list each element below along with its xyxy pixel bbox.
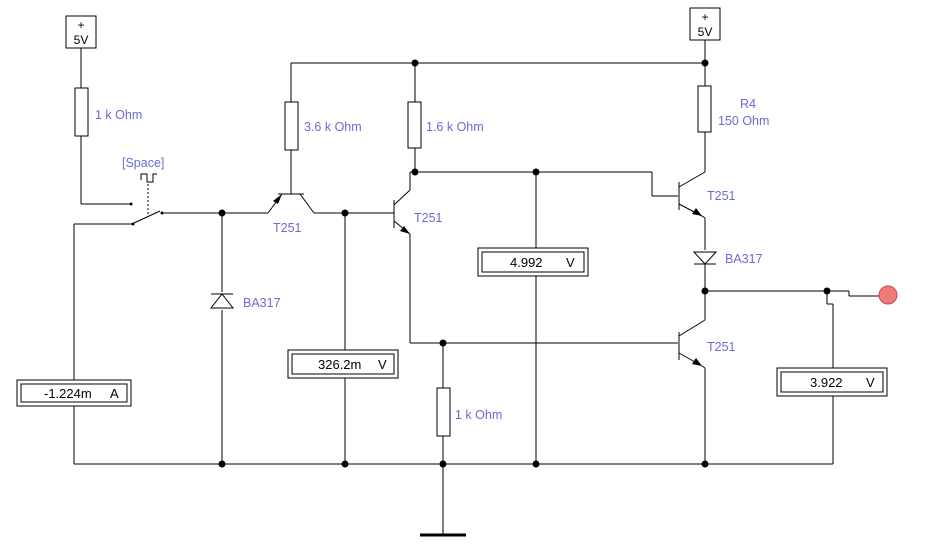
source-right-label: 5V	[698, 25, 713, 39]
ammeter-input[interactable]: -1.224m A	[16, 379, 132, 407]
resistor-r4[interactable]: R4 150 Ohm	[697, 85, 769, 133]
voltmeter-output-value: 3.922	[810, 375, 843, 390]
voltmeter-base-unit: V	[378, 357, 387, 372]
resistor-r4-value: 150 Ohm	[718, 114, 769, 128]
transistor-t4-label: T251	[707, 340, 736, 354]
svg-text:+: +	[701, 10, 708, 24]
wires-top-rail	[290, 40, 706, 102]
ammeter-unit: A	[110, 386, 119, 401]
resistor-base-label: 3.6 k Ohm	[304, 120, 362, 134]
transistor-t2-label: T251	[414, 211, 443, 225]
resistor-base[interactable]: 3.6 k Ohm	[284, 101, 362, 151]
resistor-emitter[interactable]: 1 k Ohm	[436, 387, 502, 437]
switch-key-label: [Space]	[122, 156, 164, 170]
wires-input	[73, 48, 222, 464]
output-probe[interactable]	[878, 285, 898, 305]
voltmeter-output[interactable]: 3.922 V	[776, 367, 888, 397]
resistor-collector-label: 1.6 k Ohm	[426, 120, 484, 134]
switch[interactable]: [Space]	[122, 156, 164, 226]
svg-text:+: +	[77, 18, 84, 32]
wires-emitter-node	[410, 342, 678, 464]
transistor-t3-label: T251	[707, 189, 736, 203]
wires-ground-rail	[74, 463, 833, 534]
transistor-t4[interactable]: T251	[678, 319, 736, 464]
diode-left[interactable]: BA317	[209, 213, 281, 464]
voltmeter-collector-value: 4.992	[510, 255, 543, 270]
resistor-r4-name: R4	[740, 97, 756, 111]
transistor-t1-label: T251	[273, 221, 302, 235]
voltmeter-collector[interactable]: 4.992 V	[477, 247, 589, 277]
junctions	[218, 59, 831, 468]
voltage-source-left[interactable]: + 5V	[65, 15, 97, 49]
voltmeter-collector-unit: V	[566, 255, 575, 270]
transistor-t3[interactable]: T251	[678, 171, 736, 250]
ammeter-value: -1.224m	[44, 386, 92, 401]
wires-collector-node	[410, 171, 678, 464]
voltmeter-base[interactable]: 326.2m V	[287, 349, 399, 379]
diode-left-label: BA317	[243, 296, 281, 310]
diode-right-label: BA317	[725, 252, 763, 266]
voltage-source-right[interactable]: + 5V	[689, 7, 721, 41]
resistor-emitter-label: 1 k Ohm	[455, 408, 502, 422]
voltmeter-base-value: 326.2m	[318, 357, 361, 372]
transistor-t2[interactable]: T251	[393, 172, 443, 343]
resistor-input-label: 1 k Ohm	[95, 108, 142, 122]
voltmeter-output-unit: V	[866, 375, 875, 390]
wires-output	[705, 290, 879, 464]
resistor-input[interactable]: 1 k Ohm	[74, 87, 142, 137]
transistor-t1[interactable]: T251	[222, 193, 394, 235]
diode-right[interactable]: BA317	[692, 251, 763, 320]
resistor-collector[interactable]: 1.6 k Ohm	[407, 101, 484, 149]
source-left-label: 5V	[74, 33, 89, 47]
